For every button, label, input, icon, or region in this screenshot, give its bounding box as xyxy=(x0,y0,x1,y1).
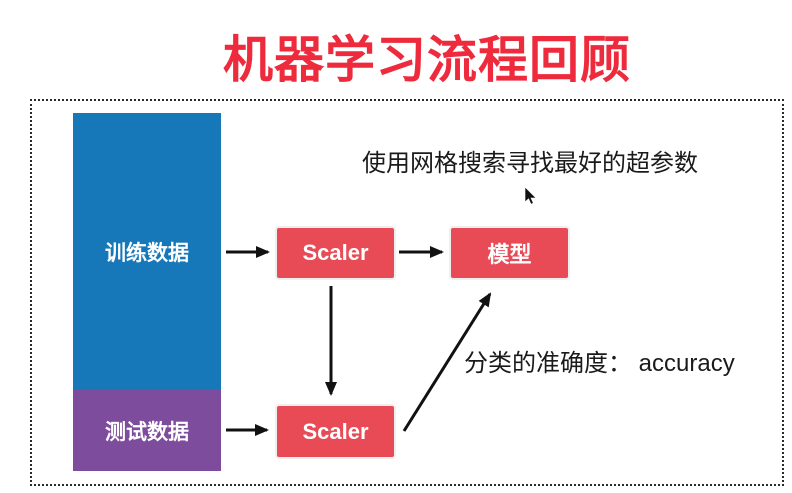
train-data-label: 训练数据 xyxy=(105,241,189,265)
model-label: 模型 xyxy=(487,242,532,267)
accuracy-annotation: 分类的准确度： accuracy xyxy=(464,350,735,377)
scaler-bottom-box: Scaler xyxy=(277,406,394,457)
scaler-top-label: Scaler xyxy=(302,240,369,265)
train-data-box: 训练数据 xyxy=(73,113,221,390)
page-title: 机器学习流程回顾 xyxy=(223,32,631,88)
mouse-cursor-icon xyxy=(524,187,537,205)
test-data-box: 测试数据 xyxy=(73,390,221,471)
scaler-top-box: Scaler xyxy=(277,228,394,278)
scaler-bottom-label: Scaler xyxy=(302,418,369,444)
diagram-frame xyxy=(30,99,784,486)
model-box: 模型 xyxy=(451,228,568,278)
test-data-label: 测试数据 xyxy=(105,420,189,444)
grid-search-annotation: 使用网格搜索寻找最好的超参数 xyxy=(362,150,698,177)
